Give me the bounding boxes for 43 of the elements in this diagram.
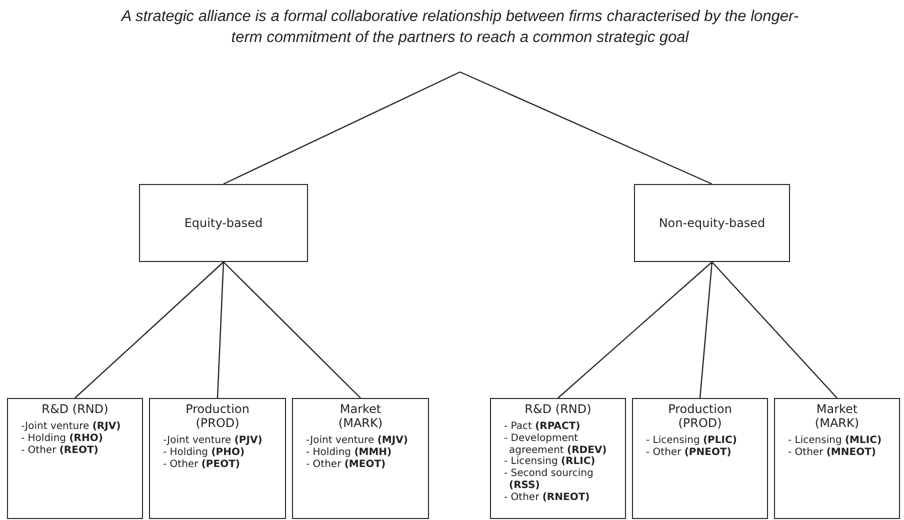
list-item: - Other (MNEOT) xyxy=(787,446,877,459)
list-item: - Holding (RHO) xyxy=(20,432,104,445)
box-heading: Production (PROD) xyxy=(184,402,250,430)
alliance-type-box xyxy=(774,398,900,519)
list-item: -Joint venture (MJV) xyxy=(305,435,409,447)
alliance-type-box xyxy=(149,398,286,519)
alliance-type-box xyxy=(632,398,768,519)
list-item: - Other (PNEOT) xyxy=(645,446,732,459)
connector-line xyxy=(223,71,460,185)
list-item: - Second sourcing (RSS) xyxy=(503,468,594,492)
list-item: - Licensing (PLIC) xyxy=(645,435,738,447)
alliance-type-box xyxy=(292,398,429,519)
box-heading: Production (PROD) xyxy=(667,402,733,430)
list-item: - Development agreement (RDEV) xyxy=(503,432,608,456)
list-item: - Other (RNEOT) xyxy=(503,492,591,504)
connector-line xyxy=(699,262,713,398)
connector-line xyxy=(216,262,224,398)
connector-line xyxy=(460,71,712,185)
box-heading: Market (MARK) xyxy=(814,402,860,430)
category-box xyxy=(634,184,790,262)
connector-line xyxy=(223,262,361,398)
box-label: Equity-based xyxy=(184,216,263,230)
box-heading: R&D (RND) xyxy=(40,402,110,416)
box-heading: Market (MARK) xyxy=(337,402,384,430)
list-item: - Licensing (MLIC) xyxy=(787,435,883,447)
statement-text: A strategic alliance is a formal collaborative relationship between firms characterised by the longer-term commitment of the partners to reach a common strategic goal xyxy=(120,0,800,72)
alliance-type-box xyxy=(490,398,626,519)
box-heading: R&D (RND) xyxy=(524,402,592,416)
list-item: - Pact (RPACT) xyxy=(503,421,582,433)
category-box xyxy=(139,184,308,262)
box-label: Non-equity-based xyxy=(658,216,766,230)
list-item: - Other (MEOT) xyxy=(305,458,387,470)
list-item: - Holding (PHO) xyxy=(162,446,246,459)
list-item: - Holding (MMH) xyxy=(305,446,393,459)
list-item: -Joint venture (RJV) xyxy=(20,421,122,433)
list-item: - Other (REOT) xyxy=(20,444,100,456)
connector-line xyxy=(558,262,712,398)
connector-line xyxy=(74,262,224,398)
list-item: - Licensing (RLIC) xyxy=(503,456,596,468)
alliance-type-box xyxy=(7,398,143,519)
list-item: - Other (PEOT) xyxy=(162,458,241,470)
list-item: -Joint venture (PJV) xyxy=(162,435,264,447)
connector-line xyxy=(712,262,838,398)
